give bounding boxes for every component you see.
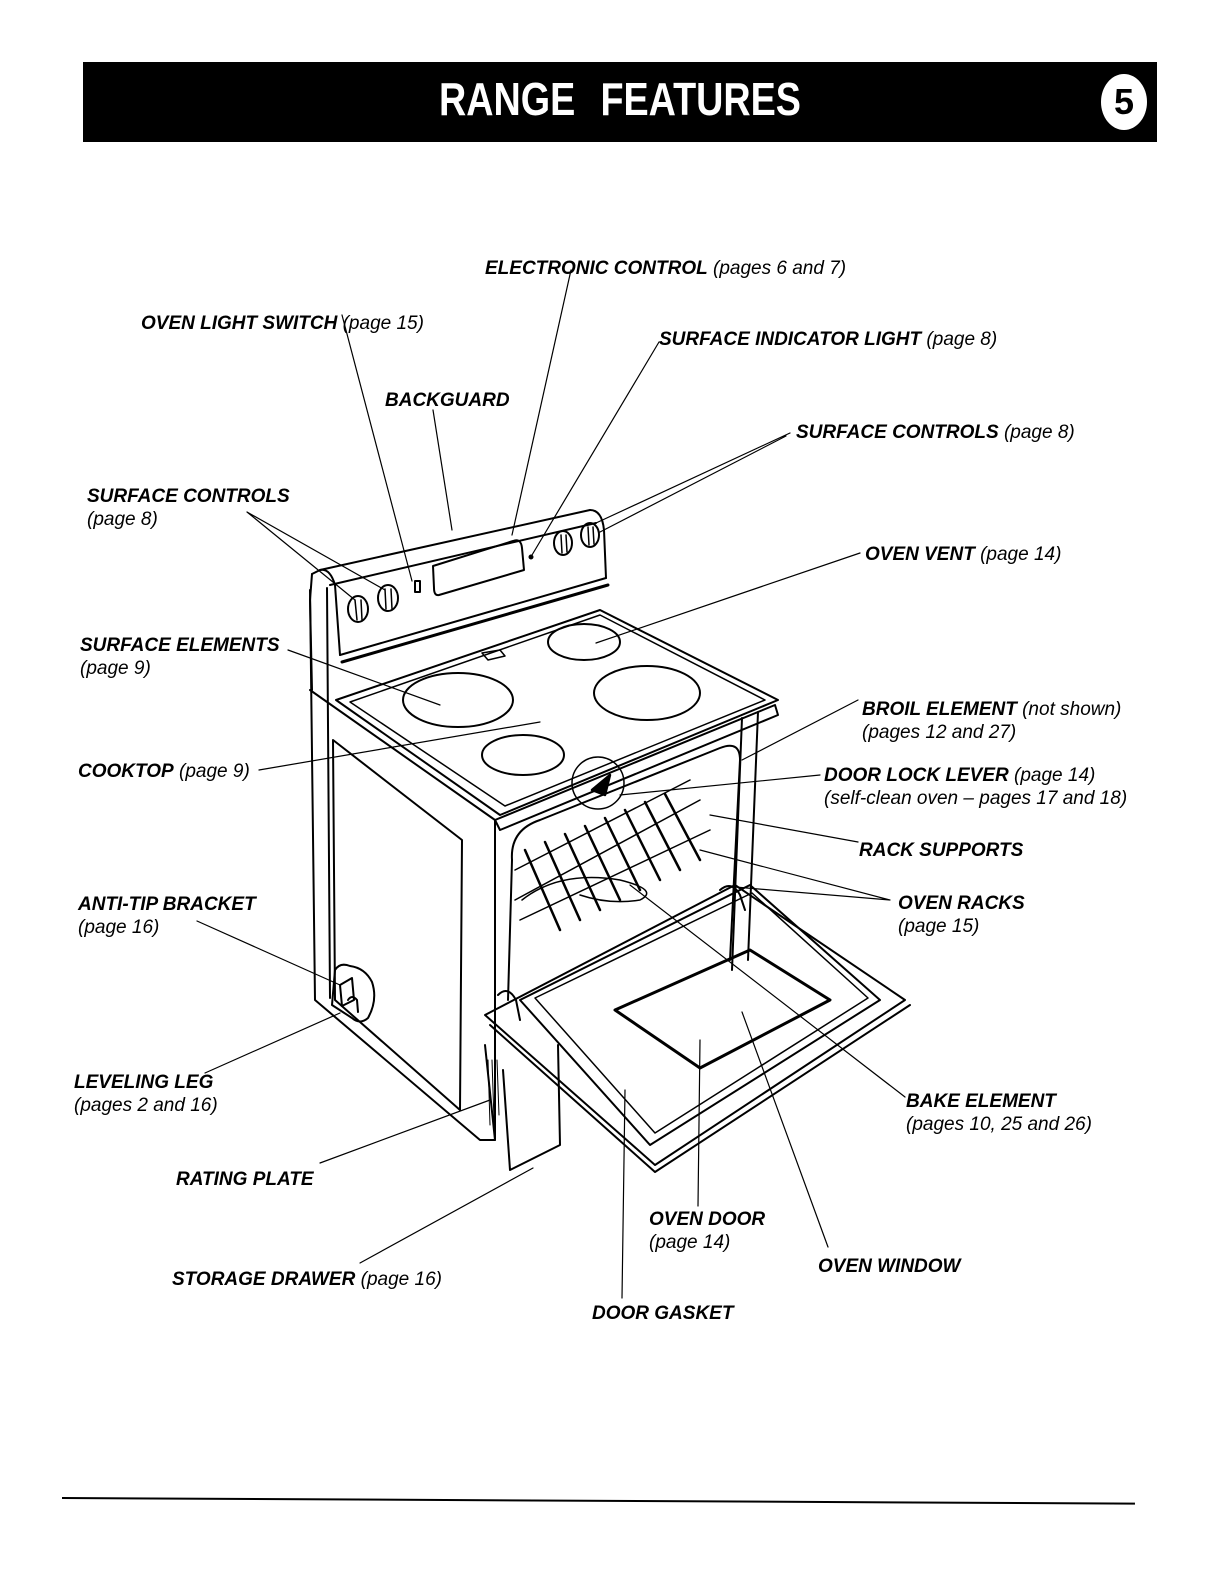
label-cooktop: COOKTOP (page 9) [78,761,250,782]
label-oven-window: OVEN WINDOW [818,1256,961,1277]
callout-lines [196,269,906,1299]
label-rating-plate: RATING PLATE [176,1169,314,1190]
label-bake-element: BAKE ELEMENT(pages 10, 25 and 26) [906,1091,1092,1135]
label-leveling-leg: LEVELING LEG(pages 2 and 16) [74,1072,218,1116]
label-surface-controls-right: SURFACE CONTROLS (page 8) [796,422,1075,443]
oven-racks [514,756,711,932]
label-oven-light-switch: OVEN LIGHT SWITCH (page 15) [141,313,424,334]
oven-door-open [484,884,911,1173]
storage-drawer [484,1044,561,1171]
label-oven-door: OVEN DOOR(page 14) [649,1209,766,1253]
label-oven-vent: OVEN VENT (page 14) [865,544,1062,565]
page-header-bar: RANGE FEATURES 5 [83,62,1157,142]
knobs [347,522,600,623]
label-oven-racks: OVEN RACKS(page 15) [898,893,1025,937]
anti-tip-bracket-detail [331,963,376,1023]
label-storage-drawer: STORAGE DRAWER (page 16) [172,1269,442,1290]
cooktop-surface [335,609,779,816]
page-number-badge: 5 [1101,74,1147,130]
label-rack-supports: RACK SUPPORTS [859,840,1024,861]
range-body [309,587,779,1141]
label-backguard: BACKGUARD [385,390,510,411]
label-door-lock-lever: DOOR LOCK LEVER (page 14)(self-clean ove… [824,765,1128,809]
label-surface-controls-left: SURFACE CONTROLS(page 8) [87,486,290,530]
backguard-panel [309,509,610,691]
label-door-gasket: DOOR GASKET [592,1303,734,1324]
label-surface-indicator-light: SURFACE INDICATOR LIGHT (page 8) [659,329,998,350]
label-broil-element: BROIL ELEMENT (not shown)(pages 12 and 2… [862,699,1122,743]
label-anti-tip-bracket: ANTI-TIP BRACKET(page 16) [78,894,256,938]
page-title: RANGE FEATURES [439,73,801,125]
label-electronic-control: ELECTRONIC CONTROL (pages 6 and 7) [485,258,847,279]
label-surface-elements: SURFACE ELEMENTS(page 9) [80,635,280,679]
